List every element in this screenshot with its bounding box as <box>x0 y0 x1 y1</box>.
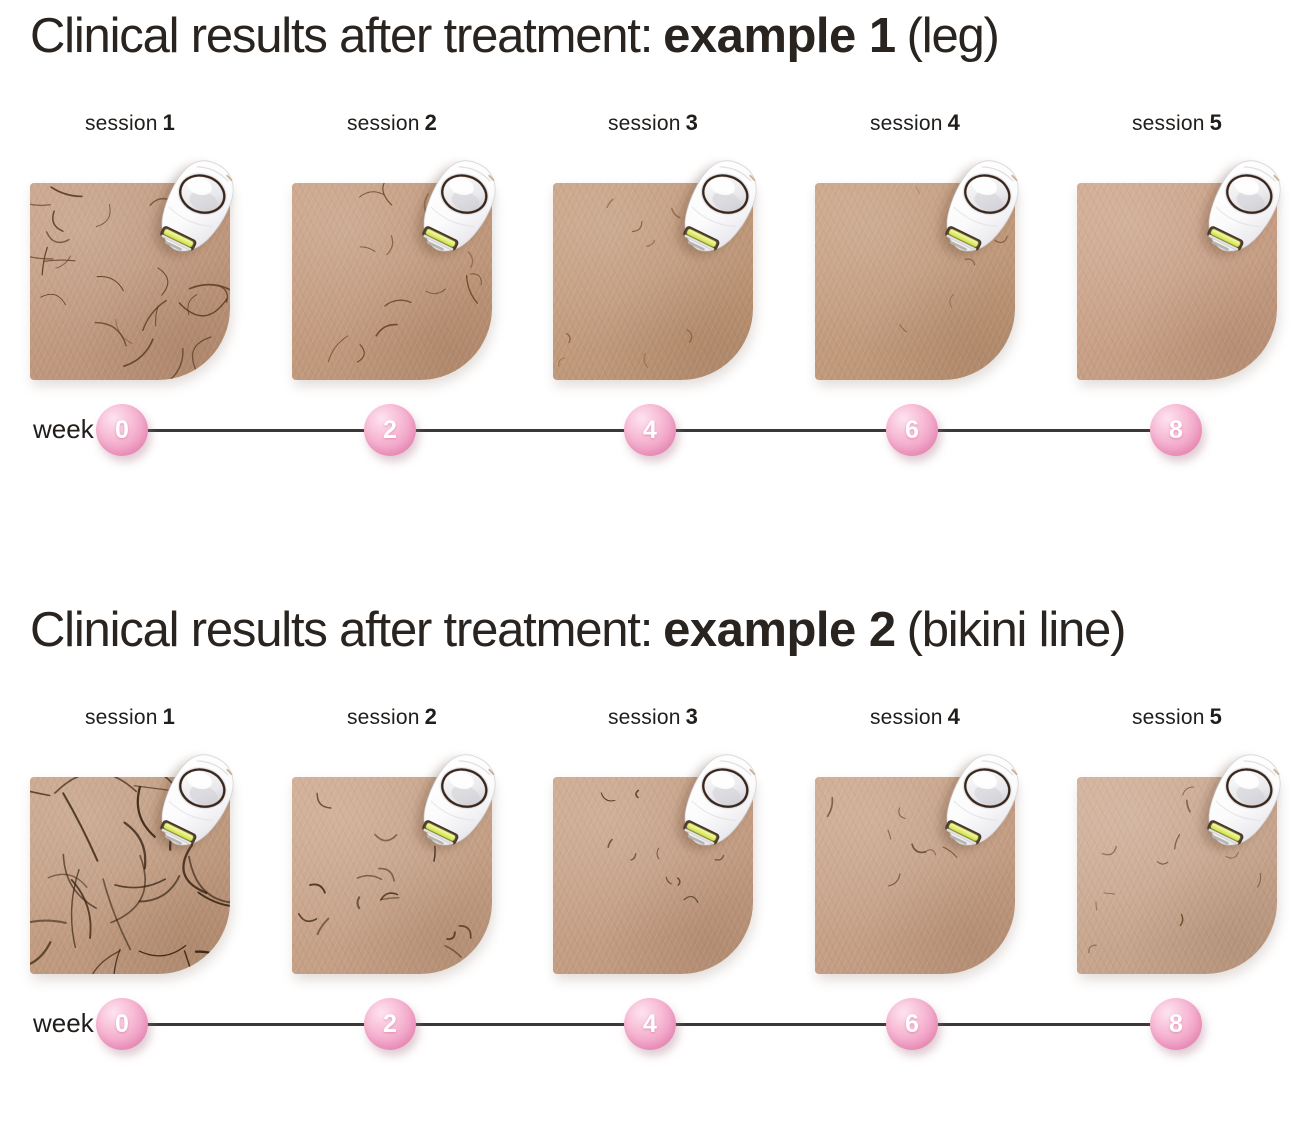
session-number: 3 <box>685 704 699 729</box>
hair-overlay <box>899 186 1008 379</box>
week-marker: 8 <box>1150 404 1202 456</box>
skin-photo <box>815 777 1015 974</box>
week-marker: 2 <box>364 998 416 1050</box>
hair-overlay <box>558 198 721 368</box>
session-photo-tile <box>1077 183 1277 380</box>
title-text: Clinical results after treatment: <box>30 9 653 63</box>
week-marker: 0 <box>96 998 148 1050</box>
session-photo-tile <box>1077 777 1277 974</box>
timeline-line <box>122 429 1176 432</box>
session-word: session <box>869 706 943 729</box>
week-marker: 4 <box>624 998 676 1050</box>
session-photo-tile <box>553 183 753 380</box>
section-example-1: Clinical results after treatment:example… <box>0 0 1300 540</box>
session-word: session <box>869 112 943 135</box>
week-marker: 2 <box>364 404 416 456</box>
session-word: session <box>346 112 420 135</box>
title-body-area: (leg) <box>906 9 1000 63</box>
session-photo-tile <box>815 777 1015 974</box>
leaflet-page: { "page": { "background": "#ffffff" }, "… <box>0 0 1300 1050</box>
week-label: week <box>33 414 94 444</box>
session-word: session <box>84 706 158 729</box>
session-number: 5 <box>1209 110 1223 135</box>
title-example-number: example 2 <box>663 603 896 657</box>
session-number: 4 <box>947 110 961 135</box>
week-marker: 4 <box>624 404 676 456</box>
week-marker: 6 <box>886 404 938 456</box>
week-marker: 8 <box>1150 998 1202 1050</box>
session-number: 4 <box>947 704 961 729</box>
session-photo-tile <box>553 777 753 974</box>
session-photo-tile <box>292 183 492 380</box>
title-body-area: (bikini line) <box>906 603 1127 657</box>
session-photo-tile <box>30 183 230 380</box>
session-number: 1 <box>162 704 176 729</box>
session-word: session <box>607 706 681 729</box>
session-number: 2 <box>424 704 438 729</box>
skin-photo <box>1077 777 1277 974</box>
session-number: 1 <box>162 110 176 135</box>
session-word: session <box>1131 706 1205 729</box>
section-example-2: Clinical results after treatment:example… <box>0 594 1300 1134</box>
skin-photo <box>292 183 492 380</box>
session-number: 5 <box>1209 704 1223 729</box>
hair-overlay <box>1088 786 1262 954</box>
page-title: Clinical results after treatment:example… <box>30 8 1000 64</box>
session-word: session <box>84 112 158 135</box>
timeline-line <box>122 1023 1176 1026</box>
hair-overlay <box>600 789 725 904</box>
title-text: Clinical results after treatment: <box>30 603 653 657</box>
session-word: session <box>346 706 420 729</box>
session-photo-tile <box>30 777 230 974</box>
week-marker: 0 <box>96 404 148 456</box>
week-label: week <box>33 1008 94 1038</box>
session-number: 3 <box>685 110 699 135</box>
skin-photo <box>815 183 1015 380</box>
session-photo-tile <box>292 777 492 974</box>
session-photo-tile <box>815 183 1015 380</box>
session-number: 2 <box>424 110 438 135</box>
session-word: session <box>1131 112 1205 135</box>
session-word: session <box>607 112 681 135</box>
week-marker: 6 <box>886 998 938 1050</box>
title-example-number: example 1 <box>663 9 896 63</box>
page-title: Clinical results after treatment:example… <box>30 602 1127 658</box>
